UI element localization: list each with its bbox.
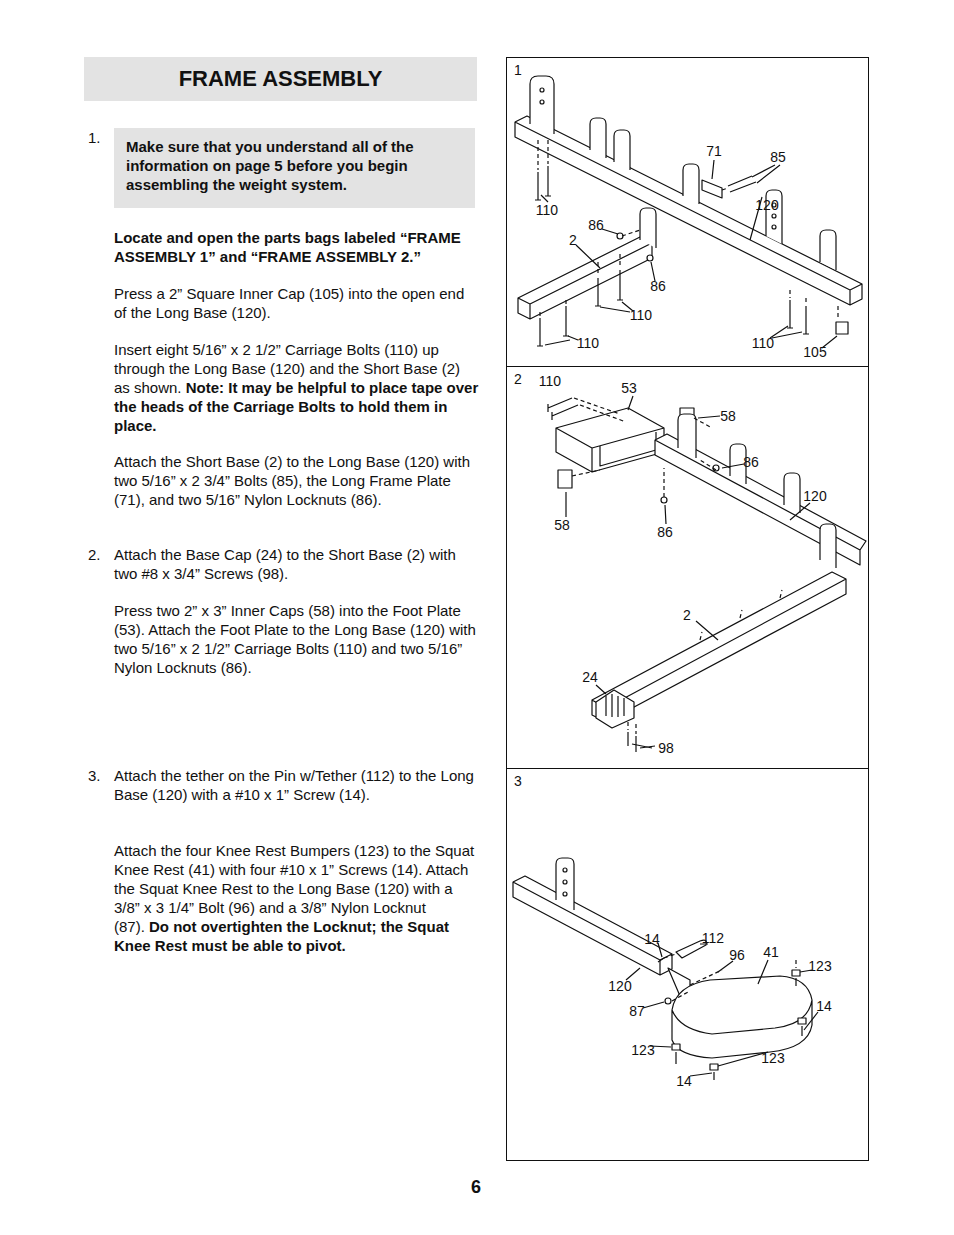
- locknuts: [617, 233, 653, 261]
- instruction-text: Press a 2” Square Inner Cap (105) into t…: [114, 285, 464, 321]
- paragraph: Press two 2” x 3” Inner Caps (58) into t…: [114, 601, 480, 677]
- bolts: [535, 166, 809, 346]
- leader-lines: [626, 943, 818, 1076]
- callout-number: 120: [755, 197, 778, 213]
- callout-number: 58: [554, 517, 570, 533]
- callout-number: 58: [720, 408, 736, 424]
- bumpers: [672, 970, 806, 1070]
- paragraph: 1.: [88, 128, 112, 147]
- bolts: [548, 398, 636, 752]
- paragraph: Attach the four Knee Rest Bumpers (123) …: [114, 841, 480, 955]
- cap-ridges: [606, 694, 624, 717]
- paragraph: 3.: [88, 766, 112, 785]
- locknut: [665, 998, 671, 1004]
- callout-number: 2: [683, 607, 691, 623]
- title-band: FRAME ASSEMBLY: [84, 57, 477, 101]
- callout-number: 112: [702, 930, 724, 946]
- callout-number: 96: [729, 947, 745, 963]
- instruction-text: Attach the tether on the Pin w/Tether (1…: [114, 767, 474, 803]
- step-number: 3.: [88, 767, 101, 784]
- step-number: 1.: [88, 129, 101, 146]
- callout-number: 86: [657, 524, 673, 540]
- callout-number: 110: [577, 335, 599, 351]
- paragraph: Attach the Short Base (2) to the Long Ba…: [114, 452, 480, 509]
- leader-lines: [541, 160, 837, 348]
- instruction-text: Attach the Base Cap (24) to the Short Ba…: [114, 546, 456, 582]
- callout-number: 24: [582, 669, 598, 685]
- bracket-holes: [563, 868, 567, 896]
- long-frame-plate: [702, 180, 722, 198]
- callout-number: 41: [763, 944, 779, 960]
- squat-knee-rest: [672, 976, 812, 1058]
- assembly-lines: [572, 398, 782, 734]
- callout-number: 110: [536, 202, 558, 218]
- callout-number: 123: [808, 958, 831, 974]
- callout-number: 85: [770, 149, 786, 165]
- callout-number: 98: [658, 740, 674, 756]
- callout-number: 120: [608, 978, 631, 994]
- foot-plate: [556, 408, 664, 472]
- note-box: Make sure that you understand all of the…: [114, 128, 475, 208]
- upright-brackets: [530, 76, 836, 270]
- bold-note: Do not overtighten the Locknut; the Squa…: [114, 918, 449, 954]
- paragraph: Press a 2” Square Inner Cap (105) into t…: [114, 284, 480, 322]
- paragraph: Locate and open the parts bags labeled “…: [114, 228, 480, 266]
- page-number: 6: [471, 1179, 481, 1195]
- short-base: [518, 237, 652, 319]
- assembly-lines: [538, 140, 838, 320]
- paragraph: Attach the tether on the Pin w/Tether (1…: [114, 766, 480, 804]
- paragraph: 2.: [88, 545, 112, 564]
- upright-bracket: [556, 858, 574, 910]
- callout-number: 71: [706, 143, 722, 159]
- leader-lines: [566, 396, 810, 748]
- step-number: 1: [514, 62, 861, 78]
- callout-number: 14: [644, 931, 660, 947]
- short-base-bracket: [640, 208, 656, 248]
- callout-number: 110: [539, 373, 561, 389]
- note-text: Make sure that you understand all of the…: [126, 137, 463, 194]
- figure-panel: 2: [506, 366, 869, 769]
- step-number: 2.: [88, 546, 101, 563]
- callout-number: 86: [588, 217, 604, 233]
- step-number: 3: [514, 773, 861, 789]
- bracket-holes: [540, 88, 776, 229]
- callout-number: 110: [630, 307, 652, 323]
- callout-number: 86: [650, 278, 666, 294]
- paragraph: Attach the Base Cap (24) to the Short Ba…: [114, 545, 480, 583]
- locknuts: [661, 465, 719, 503]
- callout-number: 14: [816, 998, 832, 1014]
- bold-note: Locate and open the parts bags labeled “…: [114, 229, 461, 265]
- callout-number: 2: [569, 232, 577, 248]
- screws: [658, 958, 802, 1080]
- paragraph: Insert eight 5/16” x 2 1/2” Carriage Bol…: [114, 340, 480, 435]
- instruction-text: Attach the Short Base (2) to the Long Ba…: [114, 453, 470, 508]
- upright-brackets: [678, 414, 836, 568]
- square-cap: [836, 322, 848, 334]
- callout-number: 110: [752, 335, 774, 351]
- page-title: FRAME ASSEMBLY: [179, 66, 383, 92]
- step-number: 2: [514, 371, 861, 387]
- callout-number: 105: [803, 344, 826, 360]
- callout-number: 87: [629, 1003, 645, 1019]
- callout-number: 123: [631, 1042, 654, 1058]
- callout-number: 120: [803, 488, 826, 504]
- long-base: [513, 876, 672, 975]
- instruction-text: Press two 2” x 3” Inner Caps (58) into t…: [114, 602, 476, 676]
- figure-panel: 1: [506, 57, 869, 367]
- callout-number: 14: [676, 1073, 692, 1089]
- callout-number: 53: [621, 380, 637, 396]
- callout-number: 123: [761, 1050, 784, 1066]
- callout-number: 86: [743, 454, 759, 470]
